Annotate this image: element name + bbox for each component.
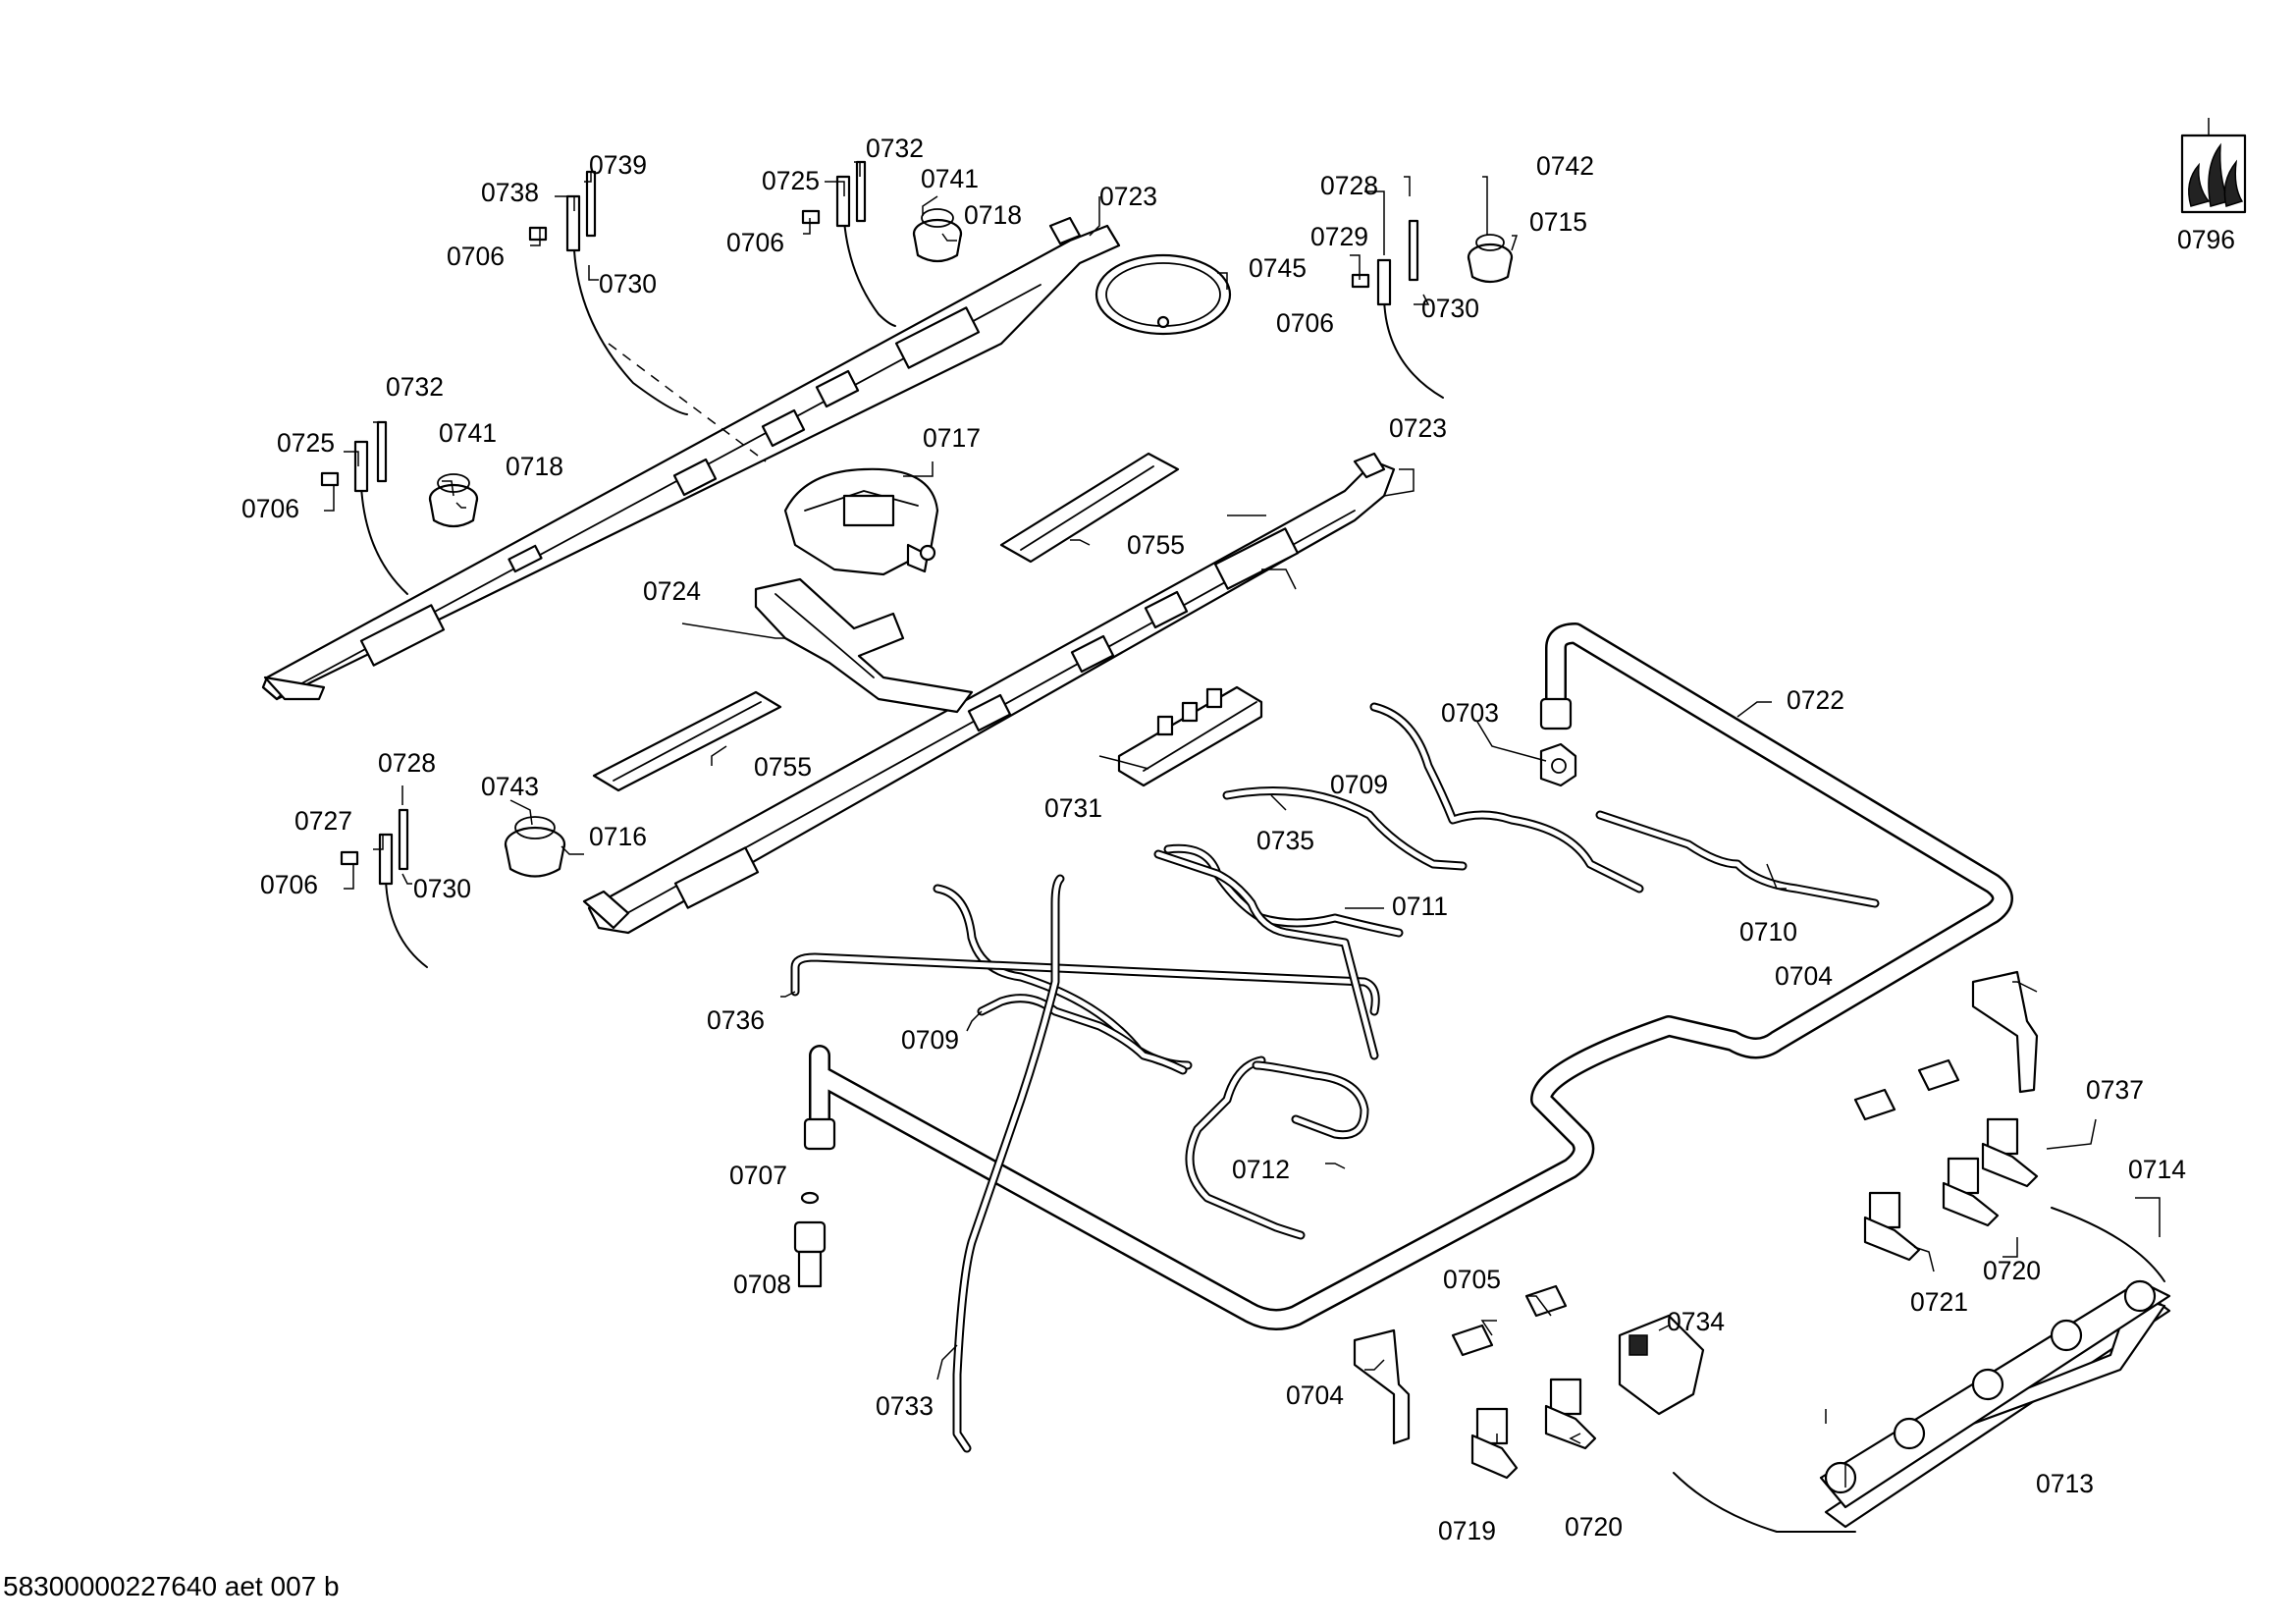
label-0707: 0707 [729, 1161, 787, 1190]
document-id: 58300000227640 aet 007 b [3, 1571, 340, 1601]
label-0730: 0730 [1421, 294, 1479, 323]
label-0717: 0717 [923, 423, 981, 453]
label-0796: 0796 [2177, 225, 2235, 254]
label-0714: 0714 [2128, 1155, 2186, 1184]
ignition-knob-rail [1819, 1279, 2171, 1509]
label-0723: 0723 [1389, 413, 1447, 443]
label-0730: 0730 [413, 874, 471, 903]
label-0716: 0716 [589, 822, 647, 851]
label-0742: 0742 [1536, 151, 1594, 181]
label-0706: 0706 [241, 494, 299, 523]
label-0711: 0711 [1392, 892, 1448, 921]
label-0721: 0721 [1910, 1287, 1968, 1317]
label-0728: 0728 [1320, 171, 1378, 200]
label-0725: 0725 [762, 166, 820, 195]
label-0729: 0729 [1310, 222, 1368, 251]
label-0741: 0741 [439, 418, 497, 448]
control-rail [1673, 1207, 2171, 1533]
leader-lines [324, 118, 2210, 1488]
label-0725: 0725 [277, 428, 335, 458]
label-0728: 0728 [378, 748, 436, 778]
part-labels: 0738 0739 0706 0730 0725 0732 0741 0706 … [241, 134, 2235, 1545]
small-burner-c [504, 816, 566, 878]
gas-valve-group [1470, 1117, 2039, 1480]
label-0755: 0755 [1127, 530, 1185, 560]
label-0730: 0730 [599, 269, 657, 298]
flame-icon [2180, 134, 2247, 214]
label-0704: 0704 [1286, 1380, 1344, 1410]
main-burner-body [783, 467, 939, 576]
label-0733: 0733 [876, 1391, 934, 1421]
burner-rail-lower [582, 452, 1396, 935]
cross-bracket [754, 577, 974, 714]
label-0724: 0724 [643, 576, 701, 606]
label-0703: 0703 [1441, 698, 1499, 728]
label-0713: 0713 [2036, 1469, 2094, 1498]
mounting-strip-upper [999, 452, 1180, 564]
nut-and-fittings [793, 742, 1577, 1288]
label-0710: 0710 [1739, 917, 1797, 947]
small-burner-a [912, 208, 963, 263]
label-0718: 0718 [964, 200, 1022, 230]
burner-ring [1095, 253, 1232, 336]
label-0709: 0709 [901, 1025, 959, 1055]
label-0736: 0736 [707, 1005, 765, 1035]
label-0737: 0737 [2086, 1075, 2144, 1105]
label-0706: 0706 [260, 870, 318, 899]
label-0723: 0723 [1099, 182, 1157, 211]
label-0743: 0743 [481, 772, 539, 801]
small-burner-b [428, 473, 479, 528]
valve-brackets [1353, 970, 2039, 1445]
label-0704: 0704 [1775, 961, 1833, 991]
label-0720: 0720 [1565, 1512, 1623, 1542]
label-0732: 0732 [386, 372, 444, 402]
label-0741: 0741 [921, 164, 979, 193]
label-0738: 0738 [481, 178, 539, 207]
label-0706: 0706 [726, 228, 784, 257]
alignment-line [608, 343, 767, 462]
label-0718: 0718 [506, 452, 563, 481]
label-0755: 0755 [754, 752, 812, 782]
gas-manifold [803, 623, 2013, 1330]
label-0727: 0727 [294, 806, 352, 836]
gas-pipes [790, 702, 1880, 1453]
label-0705: 0705 [1443, 1265, 1501, 1294]
burner-rail-upper [261, 216, 1121, 701]
label-0719: 0719 [1438, 1516, 1496, 1545]
label-0739: 0739 [589, 150, 647, 180]
label-0712: 0712 [1232, 1155, 1290, 1184]
connector-block [1117, 685, 1263, 787]
label-0715: 0715 [1529, 207, 1587, 237]
label-0708: 0708 [733, 1270, 791, 1299]
label-0706: 0706 [447, 242, 505, 271]
thermocouple-set [320, 160, 1444, 968]
mounting-strip-lower [592, 690, 782, 792]
label-0735: 0735 [1256, 826, 1314, 855]
label-0709: 0709 [1330, 770, 1388, 799]
label-0734: 0734 [1667, 1307, 1725, 1336]
small-burner-d [1467, 234, 1514, 284]
label-0731: 0731 [1044, 793, 1102, 823]
label-0706: 0706 [1276, 308, 1334, 338]
label-0745: 0745 [1249, 253, 1307, 283]
label-0722: 0722 [1787, 685, 1844, 715]
label-0732: 0732 [866, 134, 924, 163]
label-0720: 0720 [1983, 1256, 2041, 1285]
